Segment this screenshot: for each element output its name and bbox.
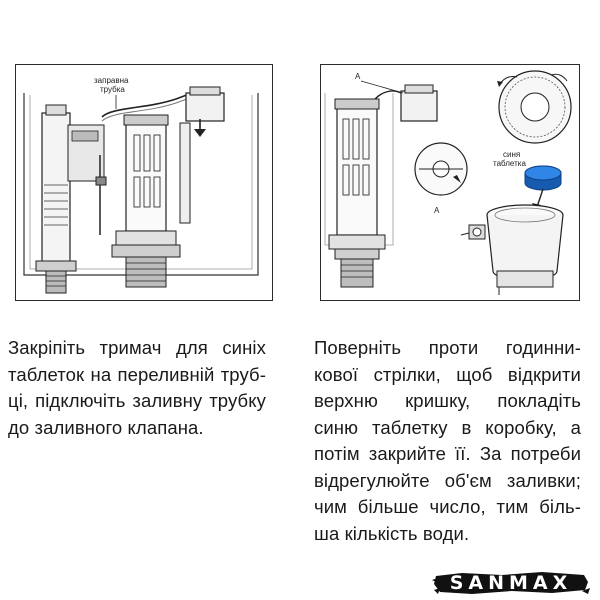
label-a-top: A xyxy=(355,72,361,81)
fill-tube-label-line1: заправна xyxy=(94,76,129,85)
right-instruction-line: Поверніть проти годинни- xyxy=(314,337,581,358)
right-instruction-line: відрегулюйте об'єм заливки; xyxy=(314,469,581,491)
right-instruction-line: чим більше число, тим біль- xyxy=(314,496,581,517)
right-instruction-line: кової стрілки, щоб відкрити xyxy=(314,363,581,385)
left-step-instructions: Закріпіть тримач для синіх таблеток на п… xyxy=(8,335,266,441)
tablet-insertion-drawing: A A синя таблетка xyxy=(324,70,572,295)
right-step-instructions: Поверніть проти годинни- кової стрілки, … xyxy=(314,335,581,547)
fill-tube-illustration: заправна трубка xyxy=(15,64,273,301)
right-instruction-line: потім закрийте її. За потреби xyxy=(314,443,581,464)
tablet-box-illustration: A A синя таблетка xyxy=(320,64,580,301)
fill-tube-label-line2: трубка xyxy=(100,85,125,94)
logo-brush-stroke xyxy=(432,572,590,594)
blue-tablet-label-line1: синя xyxy=(503,150,520,159)
left-instruction-line: таблеток на переливній труб- xyxy=(8,363,266,385)
blue-tablet-label-line2: таблетка xyxy=(493,159,526,168)
right-instruction-line: ша кількість води. xyxy=(314,522,470,544)
left-instruction-line: Закріпіть тримач для синіх xyxy=(8,337,266,358)
tank-mechanism-drawing: заправна трубка xyxy=(23,76,259,294)
label-a-bottom: A xyxy=(434,206,440,215)
right-instruction-line: верхню кришку, покладіть xyxy=(314,390,581,411)
brand-name: SANMAX xyxy=(449,572,573,594)
right-instruction-line: синю таблетку в коробку, а xyxy=(314,416,581,438)
left-instruction-line: ці, підключіть заливну трубку xyxy=(8,390,266,411)
brand-logo: SANMAX xyxy=(432,570,590,596)
left-instruction-line: до заливного клапана. xyxy=(8,416,204,438)
